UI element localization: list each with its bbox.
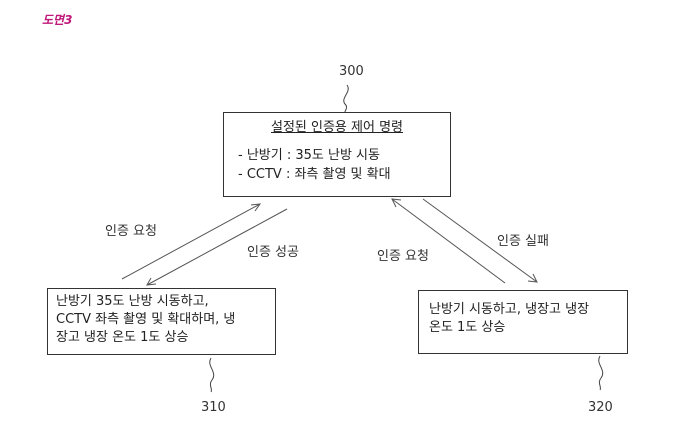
box-left-line-2: CCTV 좌측 촬영 및 확대하며, 냉 — [56, 312, 236, 327]
figure-label: 도면3 — [42, 13, 73, 27]
label-right-failure: 인증 실패 — [497, 234, 549, 249]
box-right-line-2: 온도 1도 상승 — [429, 320, 506, 335]
ref-310-leader — [209, 357, 215, 393]
box-result-success: 난방기 35도 난방 시동하고, CCTV 좌측 촬영 및 확대하며, 냉 장고… — [47, 288, 276, 355]
ref-320-leader — [598, 355, 604, 391]
arrow-left-request — [121, 203, 262, 280]
label-left-request: 인증 요청 — [105, 224, 157, 239]
ref-300: 300 — [339, 64, 364, 79]
box-right-line-1: 난방기 시동하고, 냉장고 냉장 — [429, 302, 590, 317]
arrow-right-failure — [422, 198, 538, 283]
label-right-request: 인증 요청 — [377, 249, 429, 264]
box-top-item-heater: - 난방기 : 35도 난방 시동 — [238, 148, 380, 163]
ref-320: 320 — [588, 400, 613, 415]
arrow-right-request — [391, 198, 506, 284]
box-top-title: 설정된 인증용 제어 명령 — [271, 120, 403, 135]
box-top-item-cctv: - CCTV : 좌측 촬영 및 확대 — [238, 167, 391, 182]
arrow-left-success — [146, 208, 288, 286]
box-left-line-3: 장고 냉장 온도 1도 상승 — [56, 330, 189, 345]
ref-300-leader — [343, 84, 349, 114]
box-left-line-1: 난방기 35도 난방 시동하고, — [56, 294, 209, 309]
box-auth-control-command: 설정된 인증용 제어 명령 - 난방기 : 35도 난방 시동 - CCTV :… — [223, 112, 451, 197]
ref-310: 310 — [201, 400, 226, 415]
label-left-success: 인증 성공 — [247, 245, 299, 260]
box-result-failure: 난방기 시동하고, 냉장고 냉장 온도 1도 상승 — [418, 290, 628, 354]
